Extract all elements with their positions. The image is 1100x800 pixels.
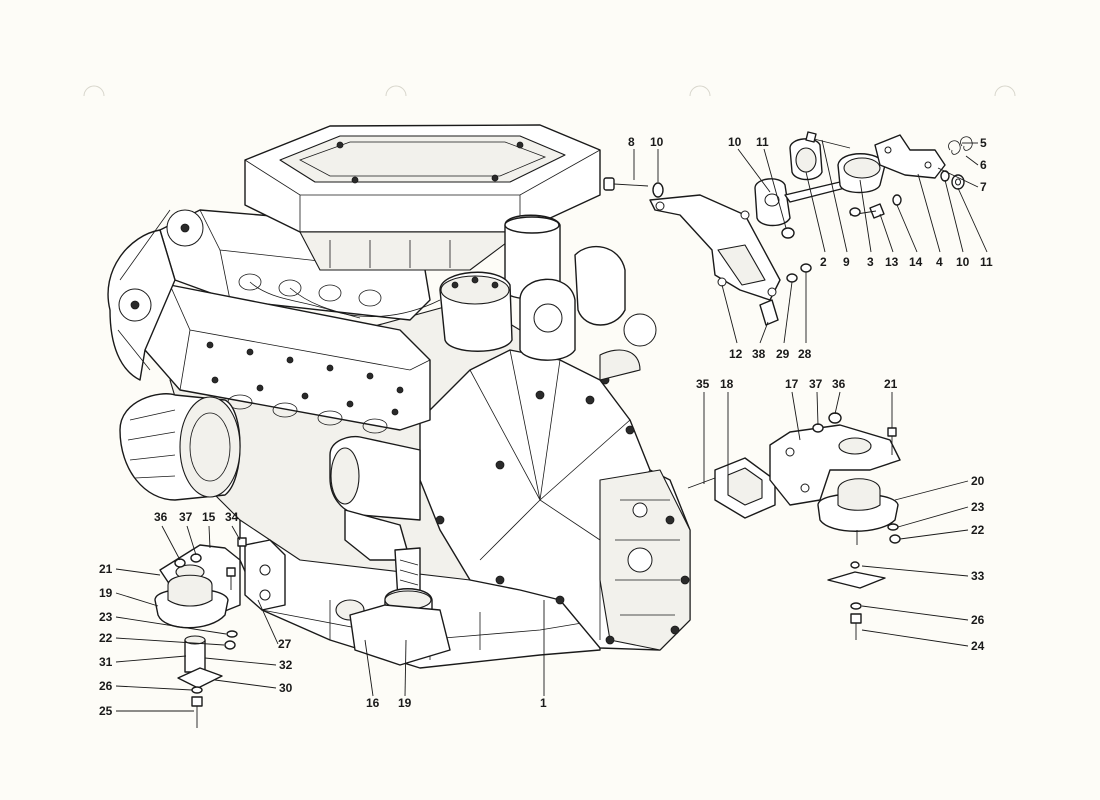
callout-number: 1: [540, 696, 547, 710]
callout-number: 11: [980, 255, 993, 269]
bracket-4: [874, 134, 946, 179]
callout-labels: 8 10 10 11 5 6 7 2 9 3 13 14 4 10 11 12 …: [99, 135, 993, 718]
callout-number: 38: [752, 347, 766, 361]
right-mount-parts: [687, 412, 901, 640]
callout-number: 21: [884, 377, 898, 391]
callout-number: 20: [971, 474, 985, 488]
callout-number: 23: [971, 500, 985, 514]
callout-number: 33: [971, 569, 985, 583]
callout-number: 32: [279, 658, 293, 672]
callout-number: 14: [909, 255, 923, 269]
callout-number: 26: [971, 613, 985, 627]
callout-number: 10: [728, 135, 742, 149]
callout-number: 35: [696, 377, 710, 391]
callout-number: 5: [980, 136, 987, 150]
callout-number: 28: [798, 347, 812, 361]
leader-lines: [115, 139, 988, 712]
callout-number: 25: [99, 704, 113, 718]
callout-number: 27: [278, 637, 292, 651]
binder-hole-icon: [83, 85, 1016, 97]
callout-number: 37: [179, 510, 193, 524]
cylinder-head-front: [139, 284, 431, 431]
callout-number: 34: [225, 510, 239, 524]
callout-number: 18: [720, 377, 734, 391]
callout-number: 24: [971, 639, 985, 653]
callout-number: 9: [843, 255, 850, 269]
callout-number: 26: [99, 679, 113, 693]
tie-rod-bar: [784, 181, 846, 203]
callout-number: 23: [99, 610, 113, 624]
callout-number: 19: [99, 586, 113, 600]
callout-number: 17: [785, 377, 799, 391]
left-mount-parts: [154, 537, 247, 728]
callout-number: 2: [820, 255, 827, 269]
callout-number: 36: [832, 377, 846, 391]
callout-number: 15: [202, 510, 216, 524]
callout-number: 21: [99, 562, 113, 576]
callout-number: 36: [154, 510, 168, 524]
callout-number: 10: [650, 135, 664, 149]
bolt-8: [603, 177, 649, 191]
callout-number: 22: [971, 523, 985, 537]
upper-tie-rod-parts: [603, 131, 973, 326]
callout-number: 10: [956, 255, 970, 269]
callout-number: 19: [398, 696, 412, 710]
callout-number: 31: [99, 655, 113, 669]
callout-number: 30: [279, 681, 293, 695]
callout-number: 3: [867, 255, 874, 269]
callout-number: 6: [980, 158, 987, 172]
callout-number: 4: [936, 255, 943, 269]
engine-assembly: [107, 124, 691, 669]
callout-number: 13: [885, 255, 899, 269]
washer-10-left: [652, 182, 664, 198]
callout-number: 16: [366, 696, 380, 710]
callout-number: 8: [628, 135, 635, 149]
callout-number: 29: [776, 347, 790, 361]
callout-number: 7: [980, 180, 987, 194]
callout-number: 11: [756, 135, 769, 149]
callout-number: 12: [729, 347, 743, 361]
callout-number: 22: [99, 631, 113, 645]
callout-number: 37: [809, 377, 823, 391]
